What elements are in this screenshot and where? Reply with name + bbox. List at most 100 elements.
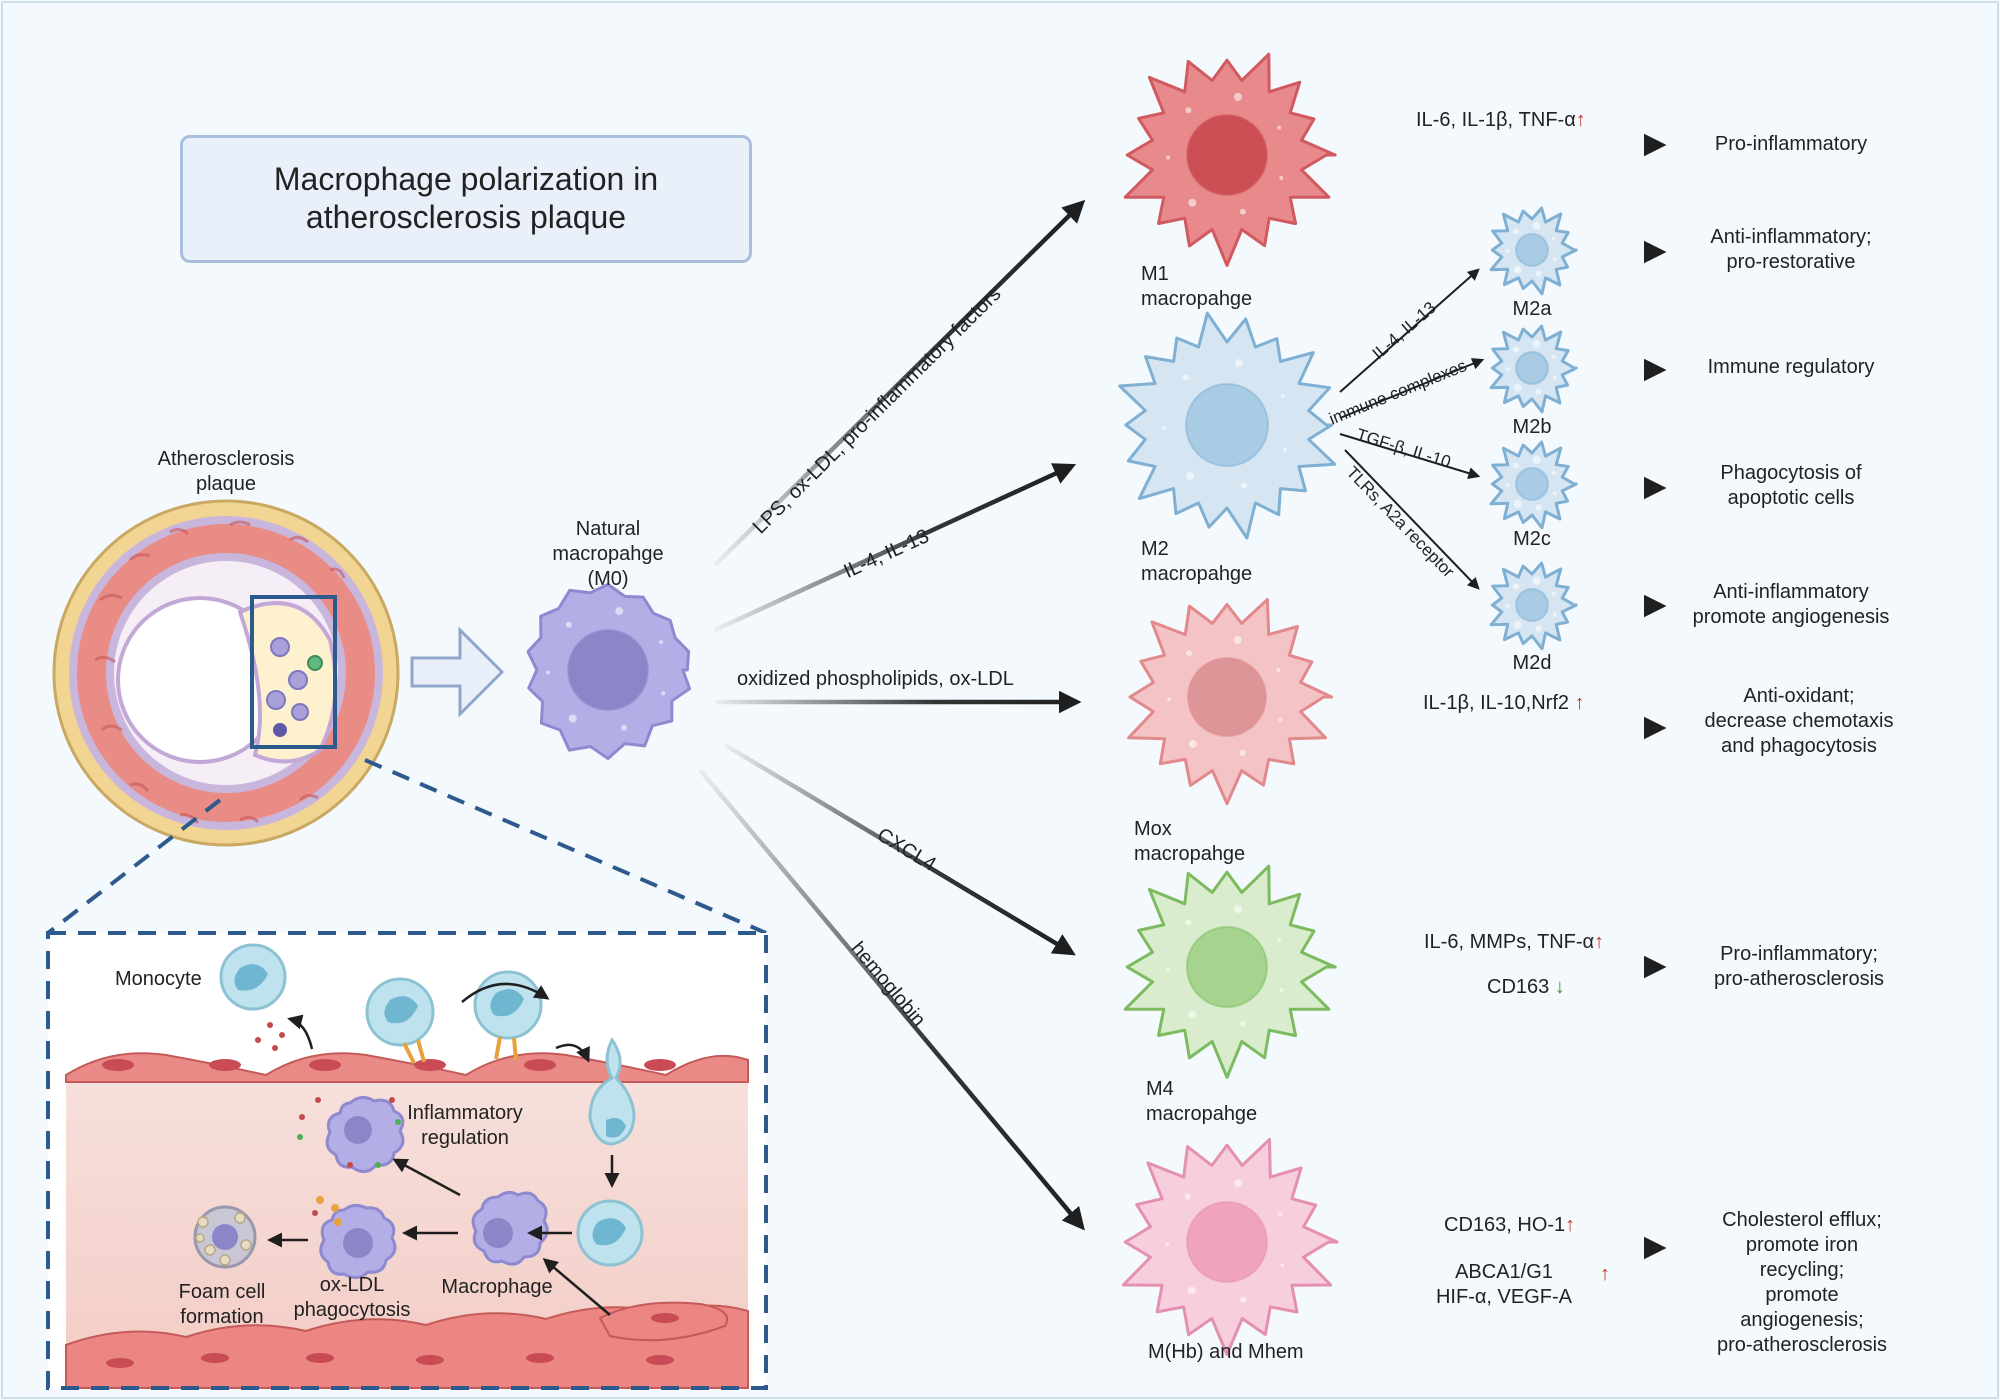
mox-macrophage-vesicle <box>1276 668 1281 673</box>
mhb-name-label: M(Hb) and Mhem <box>1148 1341 1304 1363</box>
m2a-macrophage-vesicle <box>1513 228 1519 235</box>
m4-macrophage-vesicle <box>1277 937 1282 942</box>
mox-name-label: Mox macropahge <box>1134 818 1246 865</box>
inset-frame <box>46 931 768 1390</box>
m2b-macrophage-vesicle <box>1513 383 1522 392</box>
mox-macrophage <box>1127 598 1334 806</box>
inset-foam-cell <box>193 1205 257 1269</box>
m2a-macrophage-vesicle <box>1551 236 1556 241</box>
mhb-marker-label-1: CD163, HO-1↑ <box>1444 1214 1576 1236</box>
arrow-to-m2d <box>1344 449 1480 590</box>
mhb-macrophage-vesicle <box>1165 1242 1170 1247</box>
m4-down-marker-label: CD163 ↓ <box>1487 976 1565 998</box>
m2b-macrophage-vesicle <box>1551 354 1556 359</box>
m2d-macrophage-vesicle <box>1513 620 1522 629</box>
m1-macrophage-vesicle <box>1234 93 1242 101</box>
m2c-macrophage-vesicle <box>1532 455 1541 464</box>
m2a-macrophage-vesicle <box>1552 257 1557 262</box>
mhb-macrophage-vesicle <box>1280 1263 1285 1268</box>
m2d-outcome: Anti-inflammatory promote angiogenesis <box>1692 581 1890 628</box>
m1-marker-label: IL-6, IL-1β, TNF-α↑ <box>1416 109 1586 131</box>
m2b-label: M2b <box>1512 416 1552 438</box>
upregulated-arrow-icon: ↑ <box>1594 931 1605 953</box>
m2d-macrophage-vesicle <box>1535 625 1542 632</box>
arrow-to-mhb <box>698 768 1085 1231</box>
m2c-macrophage-vesicle <box>1535 504 1542 511</box>
m2b-macrophage-vesicle <box>1535 388 1542 395</box>
m1-macrophage-vesicle <box>1277 125 1282 130</box>
m2c-macrophage <box>1489 440 1578 530</box>
m2a-macrophage <box>1489 206 1578 296</box>
m4-macrophage-vesicle <box>1185 919 1192 926</box>
mox-macrophage-vesicle <box>1239 749 1246 756</box>
arrow-to-m2a <box>1339 268 1480 393</box>
monocyte-transmigrating <box>588 1037 636 1146</box>
monocyte-cell-free <box>219 943 287 1051</box>
arrow-to-m1 <box>713 199 1086 567</box>
m2d-macrophage <box>1489 561 1578 651</box>
m2-macrophage-vesicle <box>1280 393 1285 398</box>
m4-outcome: Pro-inflammatory; pro-atherosclerosis <box>1713 943 1885 990</box>
mox-macrophage-vesicle <box>1167 697 1172 702</box>
m0-macrophage-vesicle <box>621 724 627 731</box>
mhb-macrophage-nucleus <box>1186 1201 1268 1283</box>
mox-marker-label: IL-1β, IL-10,Nrf2 ↑ <box>1423 692 1585 714</box>
m0-macrophage-vesicle <box>568 714 577 723</box>
m2c-outcome: Phagocytosis of apoptotic cells <box>1720 462 1862 509</box>
mhb-macrophage-vesicle <box>1184 1193 1191 1200</box>
m4-macrophage-nucleus <box>1186 926 1268 1008</box>
m2c-macrophage-vesicle <box>1505 483 1510 487</box>
plaque-core <box>237 601 338 764</box>
m2a-macrophage-vesicle <box>1532 221 1541 230</box>
m2a-macrophage-vesicle <box>1513 265 1522 274</box>
m2a-macrophage-vesicle <box>1535 270 1542 277</box>
m2d-macrophage-vesicle <box>1513 583 1519 590</box>
m0-label: Natural macropahge (M0) <box>552 518 664 590</box>
inset-arrows <box>267 982 620 1316</box>
m0-macrophage-vesicle <box>615 607 624 616</box>
m2b-macrophage-vesicle <box>1513 346 1519 353</box>
macrophage-cells <box>526 52 1578 1356</box>
m2b-macrophage-vesicle <box>1532 339 1541 348</box>
m2c-macrophage-vesicle <box>1551 470 1556 475</box>
arrow-to-m4 <box>723 743 1076 956</box>
m2d-label: M2d <box>1512 652 1552 674</box>
m1-macrophage-vesicle <box>1188 198 1197 207</box>
m2d-macrophage-nucleus <box>1515 588 1549 622</box>
oxldl-phagocytosis-label: ox-LDL phagocytosis <box>293 1274 411 1321</box>
m2-macrophage-vesicle <box>1240 482 1247 489</box>
m4-macrophage-vesicle <box>1234 905 1242 913</box>
upregulated-arrow-icon: ↑ <box>1600 1263 1610 1285</box>
m2d-macrophage-vesicle <box>1532 576 1541 585</box>
m2-macrophage-nucleus <box>1185 383 1269 467</box>
m4-up-marker-label: IL-6, MMPs, TNF-α↑ <box>1424 931 1605 953</box>
monocyte-label: Monocyte <box>115 968 202 990</box>
m4-macrophage-vesicle <box>1239 1020 1246 1027</box>
m2c-macrophage-vesicle <box>1513 499 1522 508</box>
m2-macrophage-vesicle <box>1162 425 1167 430</box>
m2d-macrophage-vesicle <box>1552 612 1557 617</box>
m1-macrophage-vesicle <box>1166 155 1171 160</box>
mhb-outcome: Cholesterol efflux; promote iron recycli… <box>1716 1209 1888 1356</box>
diagram-title: Macrophage polarization in atheroscleros… <box>180 135 752 263</box>
m2d-macrophage-vesicle <box>1551 591 1556 596</box>
m4-macrophage-vesicle <box>1279 988 1284 992</box>
mox-outcome: Anti-oxidant; decrease chemotaxis and ph… <box>1704 685 1894 757</box>
mhb-marker-label-2: ABCA1/G1 HIF-α, VEGF-A <box>1435 1261 1573 1308</box>
inset-macrophage <box>471 1190 549 1266</box>
m0-macrophage <box>526 582 692 760</box>
mhb-macrophage <box>1121 1137 1339 1356</box>
m2-macrophage <box>1118 311 1337 540</box>
mhb-macrophage-vesicle <box>1240 1296 1246 1303</box>
m2c-macrophage-nucleus <box>1515 467 1549 501</box>
m2a-macrophage-vesicle <box>1505 249 1510 253</box>
mhb-macrophage-vesicle <box>1278 1212 1283 1217</box>
mox-macrophage-vesicle <box>1186 650 1193 657</box>
mox-macrophage-vesicle <box>1278 717 1283 722</box>
m0-macrophage-nucleus <box>567 629 649 711</box>
artery-cross-section <box>52 499 400 847</box>
m1-macrophage-nucleus <box>1186 114 1268 196</box>
stimulus-oxpl-label: oxidized phospholipids, ox-LDL <box>737 668 1014 690</box>
plaque-label: Atherosclerosis plaque <box>157 448 295 495</box>
